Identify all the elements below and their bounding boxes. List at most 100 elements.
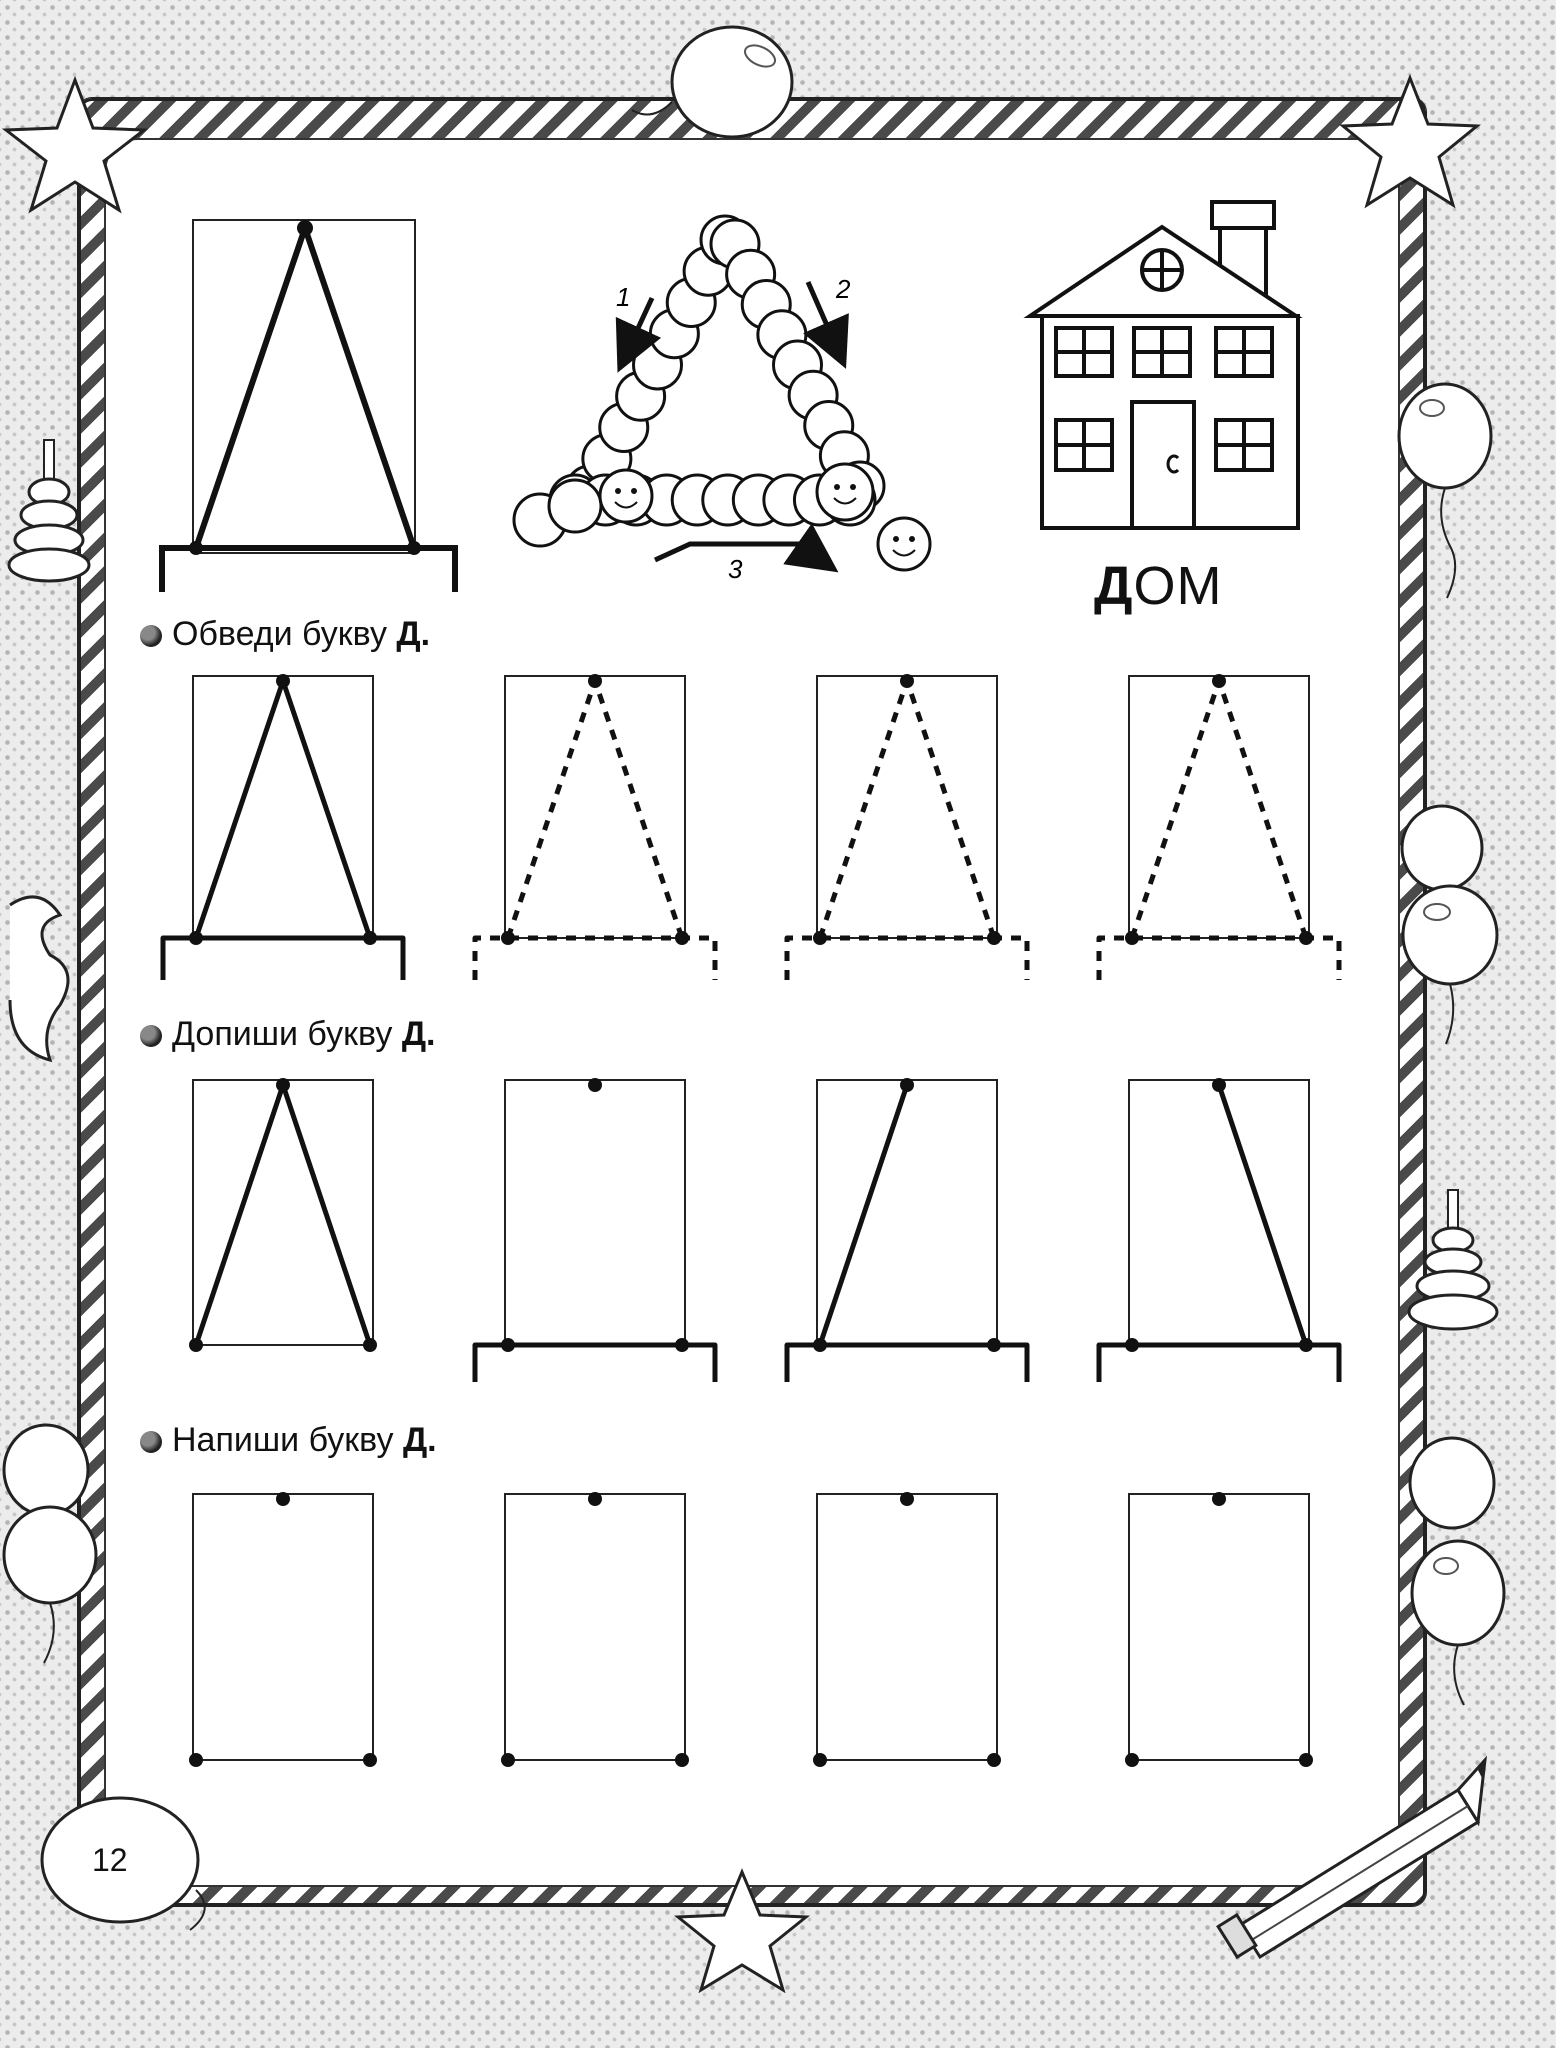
guide-dot <box>1299 931 1313 945</box>
guide-dot <box>900 674 914 688</box>
letter-sides <box>505 678 685 939</box>
guide-dot <box>276 1078 290 1092</box>
caterpillar-eye <box>631 488 637 494</box>
balloon-icon <box>631 25 794 139</box>
guide-dot <box>501 931 515 945</box>
balloon-icon <box>1400 804 1499 1045</box>
caterpillar-eye <box>850 484 856 490</box>
trace-box <box>504 675 686 939</box>
write-box <box>192 1493 374 1761</box>
letter-base <box>472 1342 718 1382</box>
letter-sides <box>817 678 997 939</box>
guide-dot <box>501 1753 515 1767</box>
bullet-icon <box>140 1431 162 1453</box>
caterpillar-head <box>598 468 654 524</box>
guide-dot <box>1125 1753 1139 1767</box>
trace-box <box>192 675 374 939</box>
guide-dot <box>813 1338 827 1352</box>
page-number: 12 <box>92 1842 128 1878</box>
section-1-instruction: Обведи букву Д. <box>140 614 430 654</box>
caterpillar-icon <box>512 214 932 572</box>
letter-base <box>784 935 1030 980</box>
caterpillar-eye <box>615 488 621 494</box>
guide-dot <box>675 931 689 945</box>
guide-dot <box>987 1338 1001 1352</box>
caterpillar-eye <box>909 536 915 542</box>
guide-dot <box>363 1753 377 1767</box>
guide-dot <box>1212 1492 1226 1506</box>
guide-dot <box>1212 674 1226 688</box>
guide-dot <box>363 1338 377 1352</box>
guide-dot <box>675 1338 689 1352</box>
guide-dot <box>1125 1338 1139 1352</box>
balloon-icon <box>8 895 70 1063</box>
guide-dot <box>1299 1338 1313 1352</box>
complete-box <box>192 1079 374 1346</box>
section-1-letter: Д. <box>396 615 431 653</box>
stroke-order-arrows: 1 2 3 <box>615 274 851 584</box>
example-letter <box>159 219 458 592</box>
balloon-icon <box>1397 382 1493 599</box>
guide-dot <box>588 1078 602 1092</box>
letter-sides <box>193 678 373 939</box>
star-icon <box>673 1868 811 1994</box>
letter-left-side <box>817 1084 910 1346</box>
section-2-text: Допиши букву <box>172 1015 393 1053</box>
write-box <box>816 1493 998 1761</box>
guide-dot <box>501 1338 515 1352</box>
letter-base <box>1096 1342 1342 1382</box>
bullet-icon <box>140 1025 162 1047</box>
practice-rows <box>160 674 1342 1767</box>
pencil-icon <box>1216 1755 1488 1960</box>
stroke-label-3: 3 <box>728 554 743 584</box>
caterpillar-segment <box>547 478 603 534</box>
letter-base <box>784 1342 1030 1382</box>
section-3-instruction: Напиши букву Д. <box>140 1420 437 1460</box>
guide-dot <box>588 1492 602 1506</box>
section-3-text: Напиши букву <box>172 1421 394 1459</box>
balloon-icon <box>1408 1436 1506 1706</box>
section-2-letter: Д. <box>401 1015 436 1053</box>
guide-dot <box>363 931 377 945</box>
complete-box <box>504 1079 686 1346</box>
caterpillar-eye <box>834 484 840 490</box>
house-word-first-letter: Д <box>1094 556 1134 616</box>
guide-dot <box>813 931 827 945</box>
guide-dot <box>189 1338 203 1352</box>
guide-dot <box>189 1753 203 1767</box>
guide-dot <box>900 1492 914 1506</box>
balloon-icon <box>2 1423 98 1664</box>
guide-dot <box>987 1753 1001 1767</box>
guide-dot <box>987 931 1001 945</box>
house-word-rest: ОМ <box>1133 556 1223 616</box>
complete-box <box>1128 1079 1310 1346</box>
write-box <box>1128 1493 1310 1761</box>
letter-sides <box>1129 678 1309 939</box>
trace-box <box>1128 675 1310 939</box>
caterpillar-smile <box>892 549 916 557</box>
star-icon <box>1338 73 1482 209</box>
guide-dot <box>588 674 602 688</box>
pyramid-toy-icon <box>1407 1189 1499 1331</box>
bullet-icon <box>140 625 162 647</box>
guide-dot <box>1125 931 1139 945</box>
guide-dot <box>813 1753 827 1767</box>
letter-base <box>472 935 718 980</box>
pyramid-toy-icon <box>7 439 91 583</box>
caterpillar-smile <box>614 501 638 509</box>
stroke-label-1: 1 <box>616 282 630 312</box>
house-icon <box>1023 200 1303 530</box>
house-word: ДОМ <box>1094 556 1222 616</box>
caterpillar-head <box>876 516 932 572</box>
guide-dot <box>675 1753 689 1767</box>
guide-dot <box>189 931 203 945</box>
section-3-letter: Д. <box>402 1421 437 1459</box>
guide-dot <box>900 1078 914 1092</box>
section-2-instruction: Допиши букву Д. <box>140 1014 435 1054</box>
trace-box <box>816 675 998 939</box>
guide-dot <box>1299 1753 1313 1767</box>
letter-base <box>160 935 406 980</box>
letter-base <box>1096 935 1342 980</box>
